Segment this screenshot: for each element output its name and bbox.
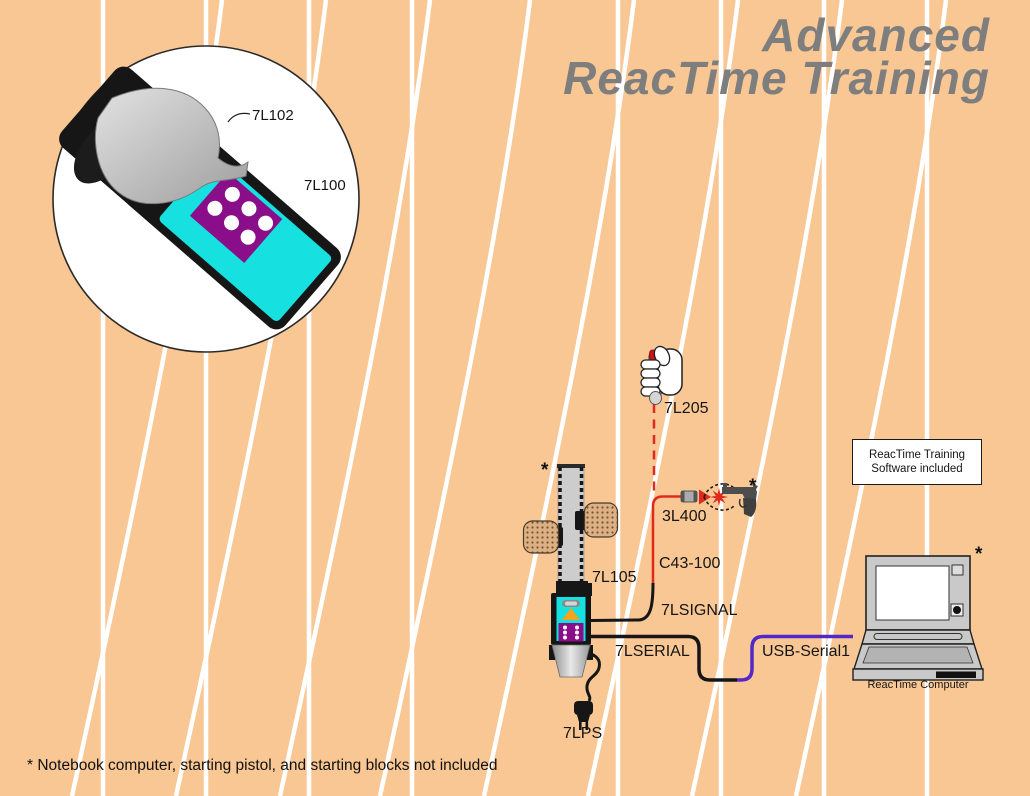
label-7lps: 7LPS xyxy=(563,725,603,742)
label-7lserial: 7LSERIAL xyxy=(615,643,690,660)
asterisk-pistol: * xyxy=(749,476,757,497)
adapter-cable-c43 xyxy=(651,495,681,585)
webcam-button-icon xyxy=(953,606,961,614)
mic-sensor-icon xyxy=(680,489,711,505)
usb-serial-cable xyxy=(737,634,853,682)
pad-clamp xyxy=(575,511,586,530)
label-7L102: 7L102 xyxy=(252,107,294,124)
horn-icon xyxy=(95,87,249,205)
label-7lsignal: 7LSIGNAL xyxy=(661,602,738,619)
hand-start-button-icon xyxy=(640,345,683,405)
label-leader-line xyxy=(227,112,251,123)
asterisk-computer: * xyxy=(975,544,983,565)
laptop-screen xyxy=(875,565,950,621)
software-box-line-1: ReacTime Training xyxy=(868,449,966,461)
foot-pad-right xyxy=(583,502,619,538)
starter-pistol-icon xyxy=(722,483,758,517)
label-7L105: 7L105 xyxy=(592,569,637,586)
title-line-2: ReacTime Training xyxy=(563,52,990,104)
serial-cable xyxy=(591,634,737,682)
power-cable xyxy=(584,650,601,702)
power-plug-icon xyxy=(574,701,593,730)
sound-cone-dashed-icon xyxy=(703,483,735,511)
signal-cable xyxy=(590,582,655,622)
label-c43-100: C43-100 xyxy=(659,555,721,572)
speaker-funnel-icon xyxy=(551,644,591,678)
software-box-line-2: Software included xyxy=(871,463,963,475)
foot-pad-left xyxy=(522,520,560,554)
label-7L100: 7L100 xyxy=(304,177,346,194)
label-usb-serial1: USB-Serial1 xyxy=(762,643,851,660)
magnifier-inset xyxy=(52,45,360,353)
label-7L205: 7L205 xyxy=(664,400,709,417)
page-title: Advanced ReacTime Training xyxy=(563,9,990,104)
footnote: * Notebook computer, starting pistol, an… xyxy=(27,757,498,774)
software-included-box: ReacTime Training Software included xyxy=(852,439,982,485)
starting-block-icon xyxy=(522,464,619,596)
laptop-keyboard xyxy=(862,646,974,664)
asterisk-block: * xyxy=(541,460,549,481)
label-3L400: 3L400 xyxy=(662,508,707,525)
label-reactime-computer: ReacTime Computer xyxy=(867,679,969,691)
title-line-1: Advanced xyxy=(762,9,990,61)
reactime-unit-icon xyxy=(549,593,593,678)
laptop-icon xyxy=(852,555,984,681)
